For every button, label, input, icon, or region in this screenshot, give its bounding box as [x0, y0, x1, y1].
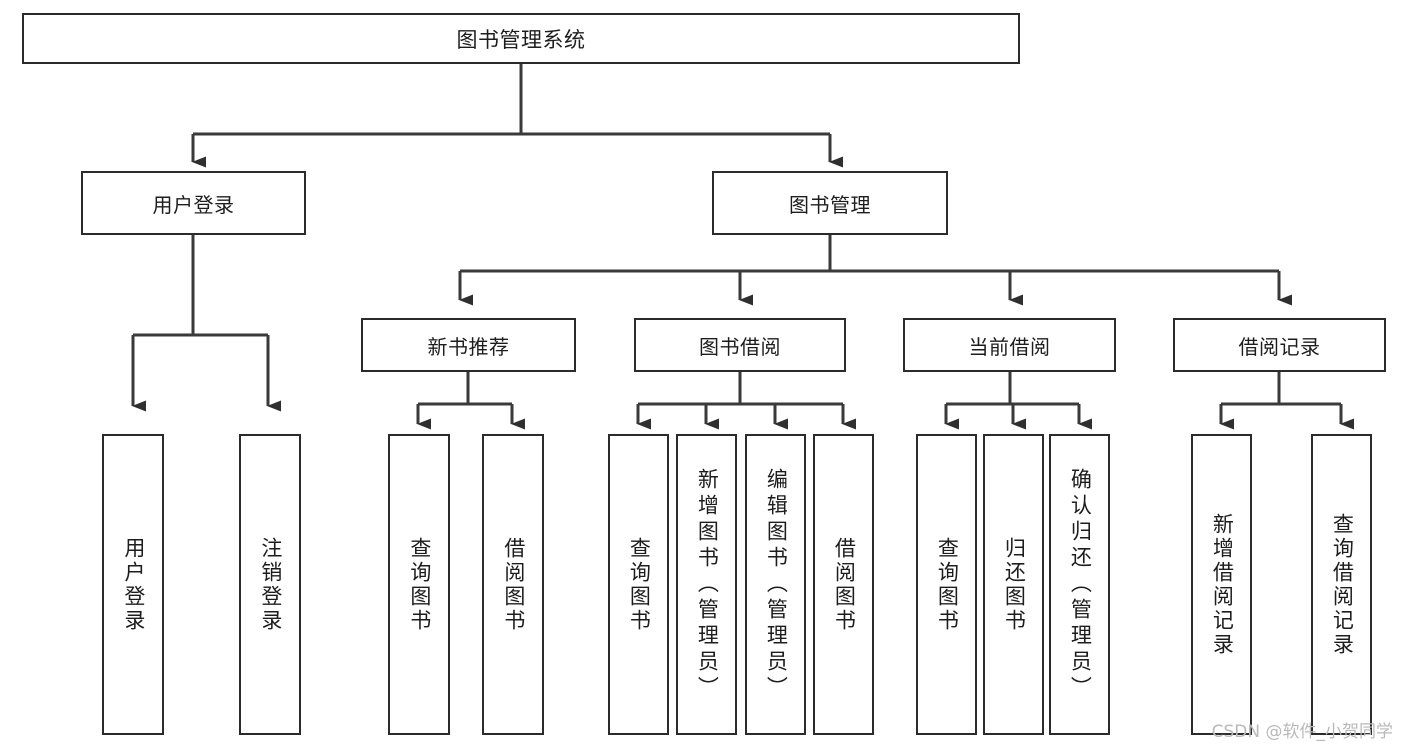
- node-label: 借阅记录: [1238, 334, 1321, 359]
- csdn-watermark: CSDN @软件_小贺同学: [1211, 722, 1393, 742]
- node-label: 当前借阅: [968, 334, 1051, 359]
- leaf-add-book-admin[interactable]: 新增图书（管理员）: [676, 434, 737, 735]
- node-label: 图书管理系统: [456, 27, 586, 52]
- node-label: 用户登录: [121, 536, 146, 633]
- node-label: 查询借阅记录: [1330, 512, 1355, 657]
- leaf-borrow-book[interactable]: 借阅图书: [813, 434, 874, 735]
- leaf-return-book[interactable]: 归还图书: [983, 434, 1044, 735]
- leaf-edit-book-admin[interactable]: 编辑图书（管理员）: [745, 434, 806, 735]
- leaf-add-borrow-record[interactable]: 新增借阅记录: [1191, 434, 1252, 735]
- leaf-user-login[interactable]: 用户登录: [102, 434, 164, 735]
- leaf-query-book-borrow[interactable]: 查询图书: [608, 434, 669, 735]
- leaf-query-borrow-record[interactable]: 查询借阅记录: [1311, 434, 1372, 735]
- node-label: 新增借阅记录: [1210, 512, 1235, 657]
- leaf-logout-login[interactable]: 注销登录: [239, 434, 301, 735]
- node-book-manage[interactable]: 图书管理: [712, 171, 948, 235]
- node-label: 新增图书（管理员）: [695, 467, 720, 702]
- leaf-borrow-book-recommend[interactable]: 借阅图书: [482, 434, 544, 735]
- node-label: 借阅图书: [832, 536, 857, 633]
- node-user-login[interactable]: 用户登录: [81, 171, 306, 235]
- leaf-query-book-current[interactable]: 查询图书: [916, 434, 977, 735]
- node-current-borrow[interactable]: 当前借阅: [903, 318, 1116, 372]
- node-label: 注销登录: [258, 536, 283, 633]
- leaf-confirm-return-admin[interactable]: 确认归还（管理员）: [1049, 434, 1110, 735]
- node-label: 确认归还（管理员）: [1068, 467, 1093, 702]
- node-label: 查询图书: [935, 536, 960, 633]
- node-label: 图书管理: [789, 192, 871, 217]
- node-label: 查询图书: [627, 536, 652, 633]
- node-new-book-recommend[interactable]: 新书推荐: [361, 318, 576, 372]
- node-label: 查询图书: [407, 536, 432, 633]
- node-label: 用户登录: [152, 192, 235, 217]
- node-borrow-record[interactable]: 借阅记录: [1173, 318, 1386, 372]
- node-label: 新书推荐: [427, 334, 510, 359]
- node-label: 归还图书: [1002, 536, 1027, 633]
- node-label: 编辑图书（管理员）: [764, 467, 789, 702]
- node-book-borrow[interactable]: 图书借阅: [634, 318, 846, 372]
- node-label: 图书借阅: [699, 334, 781, 359]
- node-label: 借阅图书: [501, 536, 526, 633]
- node-book-management-system[interactable]: 图书管理系统: [22, 13, 1020, 64]
- leaf-query-book-recommend[interactable]: 查询图书: [388, 434, 450, 735]
